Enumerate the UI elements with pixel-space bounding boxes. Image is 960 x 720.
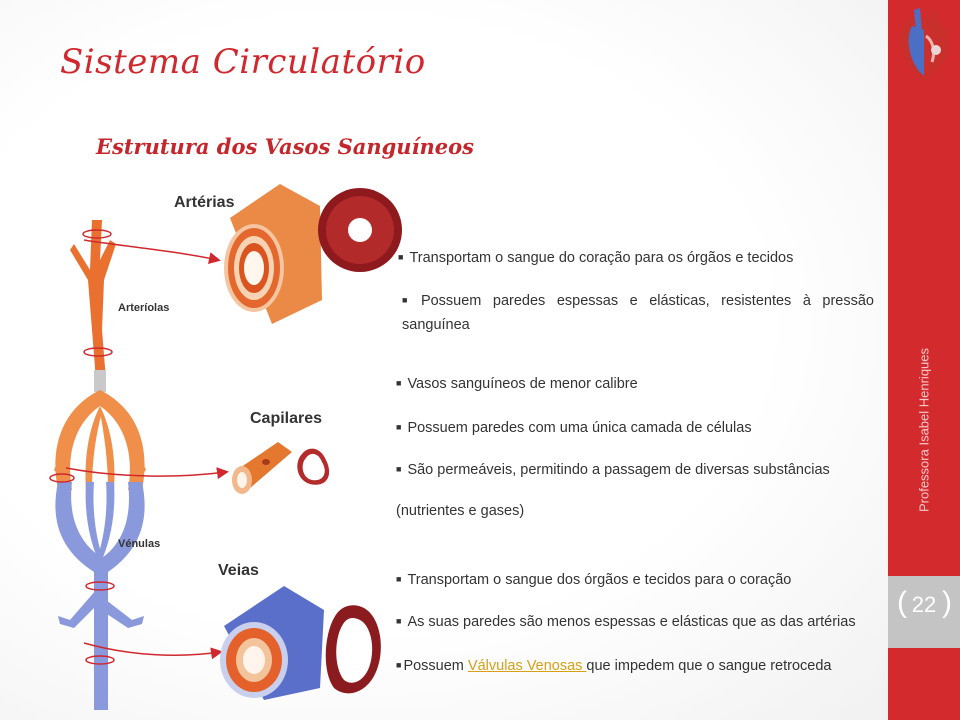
left-brace: ( xyxy=(897,586,907,619)
slide-subtitle: Estrutura dos Vasos Sanguíneos xyxy=(96,134,474,159)
vein-cross-section-illustration xyxy=(220,586,381,700)
bullet-arteries-transport: ■Transportam o sangue do coração para os… xyxy=(398,250,794,266)
capillary-illustration xyxy=(232,442,330,494)
heart-icon xyxy=(899,8,949,82)
page-number-box xyxy=(888,576,960,648)
bullet-capillaries-caliber: ■Vasos sanguíneos de menor calibre xyxy=(396,376,638,392)
bullet-veins-transport: ■Transportam o sangue dos órgãos e tecid… xyxy=(396,572,792,588)
label-arteriolas: Arteríolas xyxy=(118,302,170,314)
author-vertical-text: Professora Isabel Henriques xyxy=(916,347,932,513)
slide-title: Sistema Circulatório xyxy=(60,42,426,82)
connector-arrows xyxy=(65,239,229,660)
page-number: 22 xyxy=(911,592,937,617)
right-brace: ) xyxy=(942,586,952,619)
artery-cross-section-illustration xyxy=(224,184,402,324)
bullet-capillaries-walls: ■Possuem paredes com uma única camada de… xyxy=(396,420,752,436)
bullet-capillaries-nutrients: (nutrientes e gases) xyxy=(396,503,525,519)
slide-canvas xyxy=(0,0,888,720)
label-arterias: Artérias xyxy=(174,194,235,211)
bullet-arteries-walls: ■Possuem paredes espessas e elásticas, r… xyxy=(402,293,874,333)
vessel-tree-illustration xyxy=(49,220,146,710)
bullet-veins-valves: ■Possuem Válvulas Venosas que impedem qu… xyxy=(396,658,832,674)
label-veias: Veias xyxy=(218,562,259,579)
valvulas-venosas-link[interactable]: Válvulas Venosas xyxy=(467,658,587,674)
bullet-capillaries-permeable: ■São permeáveis, permitindo a passagem d… xyxy=(396,462,830,478)
bullet-veins-walls: ■As suas paredes são menos espessas e el… xyxy=(396,614,856,630)
label-venulas: Vénulas xyxy=(118,538,161,550)
label-capilares: Capilares xyxy=(250,410,323,427)
